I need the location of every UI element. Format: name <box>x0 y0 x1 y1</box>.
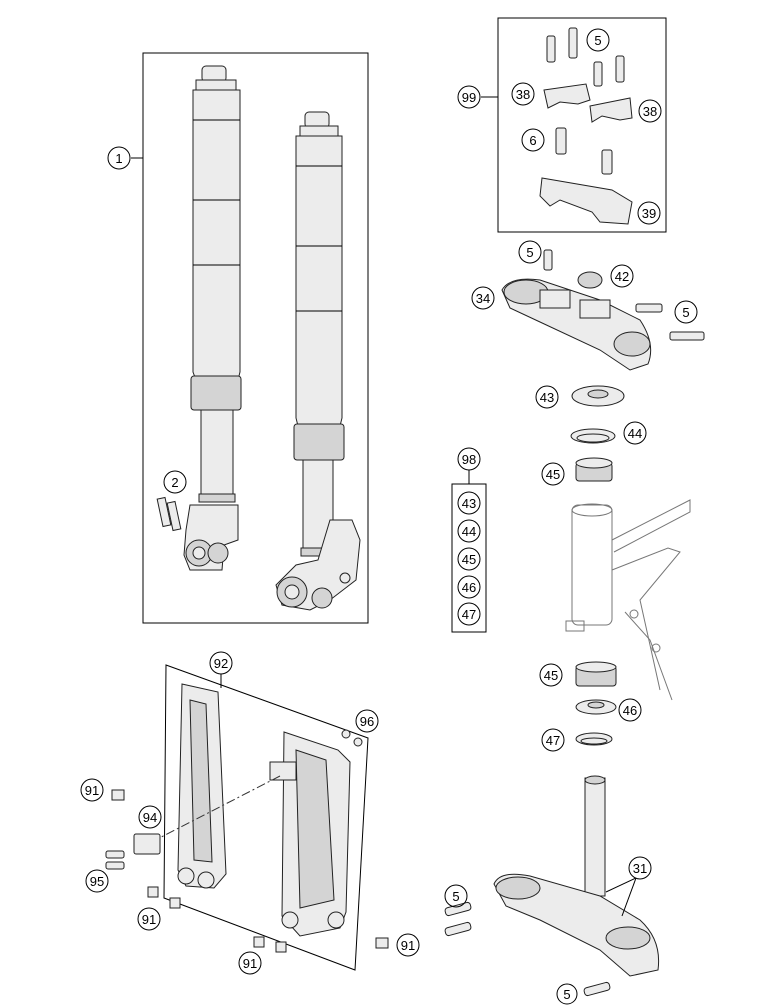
kit-99-box <box>497 17 667 233</box>
svg-text:44: 44 <box>628 426 642 441</box>
lower-triple-clamp <box>444 775 660 997</box>
callout-98: 98 <box>457 447 481 471</box>
kit-98-item-44: 44 <box>457 519 481 543</box>
svg-text:42: 42 <box>615 269 629 284</box>
svg-text:43: 43 <box>540 390 554 405</box>
callout-91: 91 <box>396 933 420 957</box>
svg-text:34: 34 <box>476 291 490 306</box>
svg-text:47: 47 <box>462 607 476 622</box>
fork-assembly <box>131 52 369 624</box>
callout-91: 91 <box>137 907 161 931</box>
svg-text:1: 1 <box>115 151 122 166</box>
callout-6: 6 <box>521 128 545 152</box>
callout-91: 91 <box>80 778 104 802</box>
callout-5: 5 <box>556 983 578 1005</box>
callout-92: 92 <box>209 651 233 675</box>
left-fork-leg <box>183 65 242 571</box>
svg-text:45: 45 <box>462 552 476 567</box>
fork-protector-set <box>105 664 389 971</box>
svg-text:44: 44 <box>462 524 476 539</box>
callout-95: 95 <box>85 869 109 893</box>
callout-31: 31 <box>628 856 652 880</box>
callout-38: 38 <box>511 82 535 106</box>
callout-1: 1 <box>107 146 131 170</box>
svg-text:95: 95 <box>90 874 104 889</box>
callout-45: 45 <box>539 663 563 687</box>
kit-98-item-43: 43 <box>457 491 481 515</box>
kit-98-item-45: 45 <box>457 547 481 571</box>
clamp-bolts <box>156 496 182 532</box>
callout-2: 2 <box>163 470 187 494</box>
svg-text:45: 45 <box>544 668 558 683</box>
svg-text:99: 99 <box>462 90 476 105</box>
svg-text:91: 91 <box>243 956 257 971</box>
svg-text:94: 94 <box>143 810 157 825</box>
steering-bearings-upper <box>570 385 625 482</box>
right-fork-leg <box>275 111 361 611</box>
callout-99: 99 <box>457 85 481 109</box>
callout-39: 39 <box>637 201 661 225</box>
svg-text:45: 45 <box>546 467 560 482</box>
svg-text:46: 46 <box>462 580 476 595</box>
callout-5: 5 <box>444 884 468 908</box>
svg-text:5: 5 <box>682 305 689 320</box>
svg-text:43: 43 <box>462 496 476 511</box>
steering-bearings-lower <box>575 661 617 746</box>
svg-text:2: 2 <box>171 475 178 490</box>
callout-46: 46 <box>618 698 642 722</box>
callout-42: 42 <box>610 264 634 288</box>
svg-text:47: 47 <box>546 733 560 748</box>
svg-text:98: 98 <box>462 452 476 467</box>
callout-44: 44 <box>623 421 647 445</box>
callout-5: 5 <box>518 240 542 264</box>
svg-text:39: 39 <box>642 206 656 221</box>
callout-38: 38 <box>638 99 662 123</box>
callout-96: 96 <box>355 709 379 733</box>
callout-5: 5 <box>674 300 698 324</box>
svg-text:96: 96 <box>360 714 374 729</box>
callout-94: 94 <box>138 805 162 829</box>
callout-47: 47 <box>541 728 565 752</box>
svg-text:38: 38 <box>516 87 530 102</box>
handlebar-clamp-kit <box>481 17 667 233</box>
kit-98-item-47: 47 <box>457 602 481 626</box>
svg-text:91: 91 <box>142 912 156 927</box>
callout-labels: 1 2 5 99 38 38 6 39 5 42 34 5 43 44 98 4… <box>80 28 698 1005</box>
svg-text:5: 5 <box>563 987 570 1002</box>
svg-text:92: 92 <box>214 656 228 671</box>
svg-text:31: 31 <box>633 861 647 876</box>
fork-group-box <box>142 52 369 624</box>
callout-45: 45 <box>541 462 565 486</box>
upper-triple-clamp <box>501 249 705 371</box>
callout-43: 43 <box>535 385 559 409</box>
callout-5: 5 <box>586 28 610 52</box>
svg-text:5: 5 <box>452 889 459 904</box>
svg-text:46: 46 <box>623 703 637 718</box>
callout-34: 34 <box>471 286 495 310</box>
svg-text:91: 91 <box>401 938 415 953</box>
svg-text:91: 91 <box>85 783 99 798</box>
svg-text:6: 6 <box>529 133 536 148</box>
svg-text:5: 5 <box>526 245 533 260</box>
svg-text:5: 5 <box>594 33 601 48</box>
callout-91: 91 <box>238 951 262 975</box>
frame-headtube-sketch <box>565 499 691 701</box>
fork-protector-sheet <box>163 664 369 971</box>
kit-98-item-46: 46 <box>457 575 481 599</box>
svg-text:38: 38 <box>643 104 657 119</box>
